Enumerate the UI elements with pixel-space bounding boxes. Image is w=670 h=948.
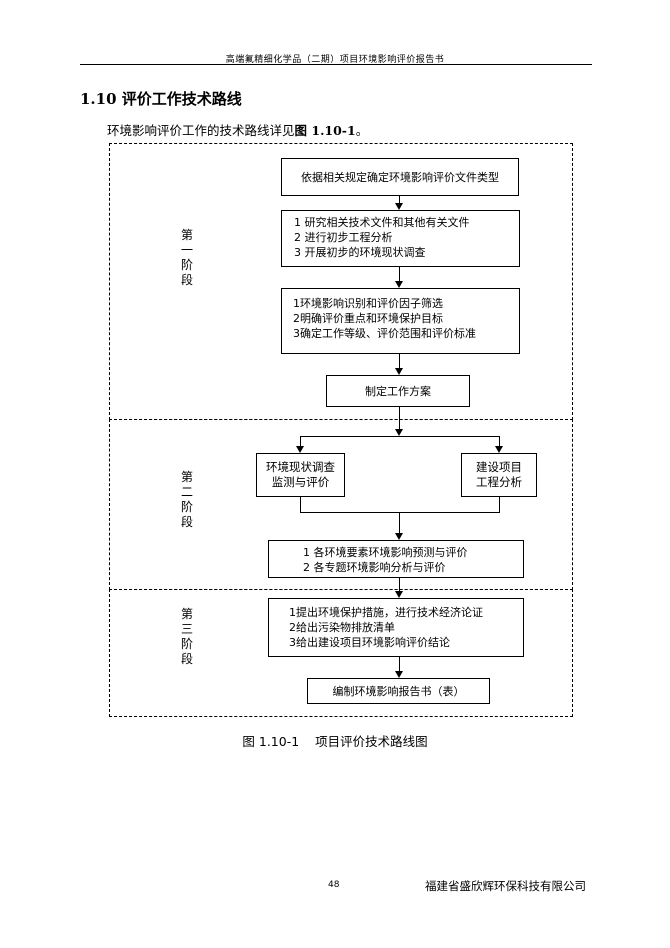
predict-step-1: 1 各环境要素环境影响预测与评价	[303, 546, 468, 559]
arrow-4	[395, 429, 403, 436]
connector-6	[399, 578, 400, 591]
figure-reference: 图 1.10-1	[294, 123, 356, 138]
project-line-2: 工程分析	[476, 475, 522, 489]
measures-step-3: 3给出建设项目环境影响评价结论	[289, 636, 450, 649]
header-rule	[80, 64, 592, 65]
intro-suffix: 。	[355, 123, 369, 138]
box-compile-report: 编制环境影响报告书（表）	[307, 678, 490, 704]
stage3-region	[109, 589, 573, 717]
connector-3	[399, 354, 400, 368]
join-left	[300, 497, 301, 512]
arrow-6	[395, 591, 403, 598]
intro-paragraph: 环境影响评价工作的技术路线详见图 1.10-1。	[107, 120, 368, 139]
box-research: 1 研究相关技术文件和其他有关文件 2 进行初步工程分析 3 开展初步的环境现状…	[281, 210, 520, 267]
branch-line	[300, 436, 500, 437]
box-survey: 环境现状调查 监测与评价	[256, 453, 345, 497]
survey-line-2: 监测与评价	[271, 475, 330, 489]
survey-line-1: 环境现状调查	[266, 460, 335, 474]
box-determine-type: 依据相关规定确定环境影响评价文件类型	[281, 158, 519, 196]
project-line-1: 建设项目	[476, 460, 522, 474]
branch-right	[499, 436, 500, 447]
identify-step-3: 3确定工作等级、评价范围和评价标准	[293, 327, 476, 340]
box-project-analysis: 建设项目 工程分析	[461, 453, 537, 497]
box-predict: 1 各环境要素环境影响预测与评价 2 各专题环境影响分析与评价	[268, 540, 524, 578]
document-header: 高端氟精细化学品（二期）项目环境影响评价报告书	[225, 55, 445, 65]
arrow-7	[395, 671, 403, 678]
arrow-branch-right	[495, 446, 503, 453]
connector-2	[399, 267, 400, 281]
join-right	[499, 497, 500, 512]
measures-step-1: 1提出环境保护措施，进行技术经济论证	[289, 606, 483, 619]
branch-left	[300, 436, 301, 447]
connector-7	[399, 657, 400, 671]
arrow-1	[395, 203, 403, 210]
page-number: 48	[328, 880, 340, 890]
connector-4	[399, 407, 400, 429]
measures-step-2: 2给出污染物排放清单	[289, 621, 395, 634]
intro-prefix: 环境影响评价工作的技术路线详见	[107, 123, 295, 138]
arrow-5	[395, 533, 403, 540]
arrow-branch-left	[296, 446, 304, 453]
figure-caption: 图 1.10-1 项目评价技术路线图	[242, 734, 428, 749]
join-line	[300, 512, 500, 513]
identify-step-2: 2明确评价重点和环境保护目标	[293, 312, 443, 325]
stage1-label: 第一阶段	[180, 228, 193, 287]
arrow-2	[395, 281, 403, 288]
research-step-3: 3 开展初步的环境现状调查	[294, 246, 426, 259]
connector-1	[399, 196, 400, 203]
box-work-plan: 制定工作方案	[326, 375, 470, 407]
research-step-2: 2 进行初步工程分析	[294, 231, 393, 244]
box-measures: 1提出环境保护措施，进行技术经济论证 2给出污染物排放清单 3给出建设项目环境影…	[268, 598, 524, 657]
connector-5	[399, 512, 400, 533]
section-title: 1.10 评价工作技术路线	[80, 90, 242, 108]
identify-step-1: 1环境影响识别和评价因子筛选	[293, 297, 443, 310]
stage2-label: 第二阶段	[180, 470, 193, 529]
arrow-3	[395, 368, 403, 375]
company-name: 福建省盛欣辉环保科技有限公司	[425, 879, 586, 893]
box-identify: 1环境影响识别和评价因子筛选 2明确评价重点和环境保护目标 3确定工作等级、评价…	[281, 288, 520, 354]
predict-step-2: 2 各专题环境影响分析与评价	[303, 561, 446, 574]
stage3-label: 第三阶段	[180, 607, 193, 666]
research-step-1: 1 研究相关技术文件和其他有关文件	[294, 216, 470, 229]
